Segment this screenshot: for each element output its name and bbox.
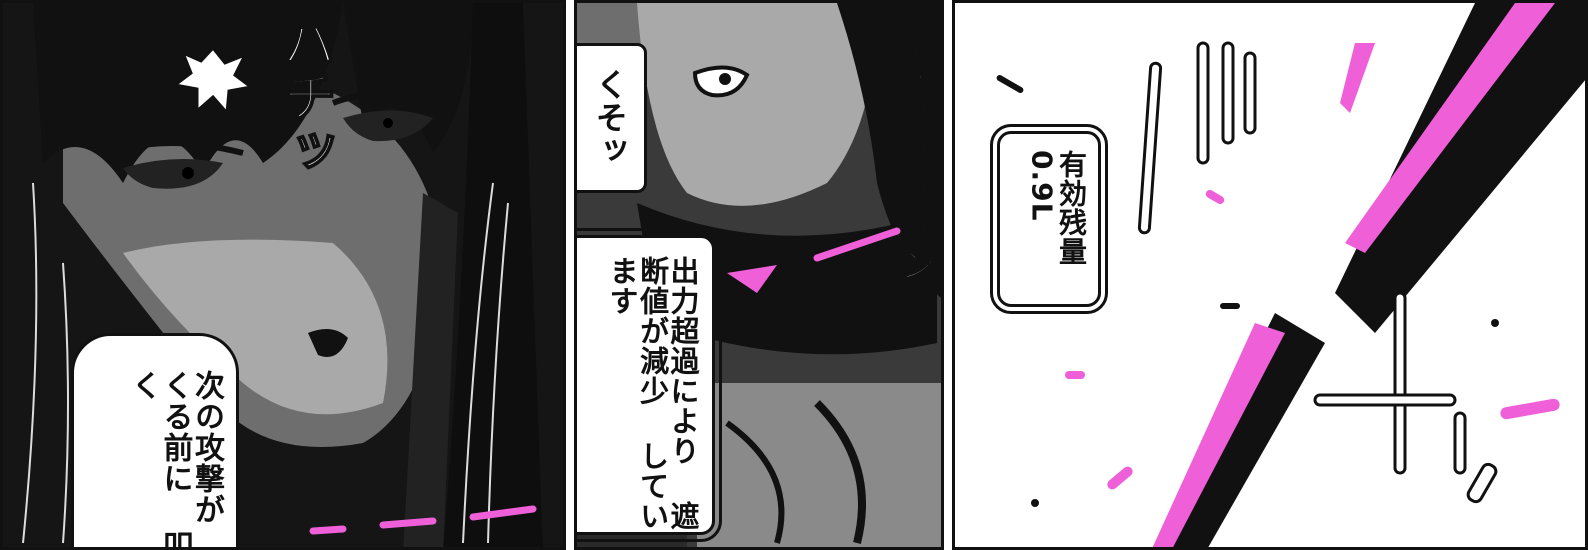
- system-line-3: しています: [605, 256, 670, 531]
- panel-1-art: [3, 3, 563, 547]
- panel-1: バチッ 次の攻撃が くる前に 叩く: [0, 0, 566, 550]
- system-message-box-2: 有効残量 0.9L: [990, 124, 1108, 314]
- sfx-kiin: キィィィィン: [890, 42, 938, 284]
- panel-2: くそッ 出力超過により 遮断値が減少 しています キィィィィン: [574, 0, 944, 550]
- speech-bubble-kuso: くそッ: [577, 43, 647, 193]
- remaining-label: 有効残量: [1055, 150, 1088, 266]
- panel-3: 有効残量 0.9L: [952, 0, 1588, 550]
- speech-bubble-1: 次の攻撃が くる前に 叩く: [71, 333, 239, 550]
- dialogue-line-1: 次の攻撃が: [189, 370, 224, 525]
- dialogue-line-3: 叩く: [126, 370, 193, 550]
- system-line-2: 遮断値が減少: [635, 256, 700, 531]
- remaining-value: 0.9L: [1025, 150, 1059, 222]
- sfx-bachi: バチッ: [272, 14, 337, 178]
- dialogue-line-2: くる前に: [157, 370, 193, 494]
- dialogue-kuso: くそッ: [591, 68, 629, 167]
- system-message-box-1: 出力超過により 遮断値が減少 しています: [577, 228, 722, 542]
- system-line-1: 出力超過により: [666, 256, 700, 466]
